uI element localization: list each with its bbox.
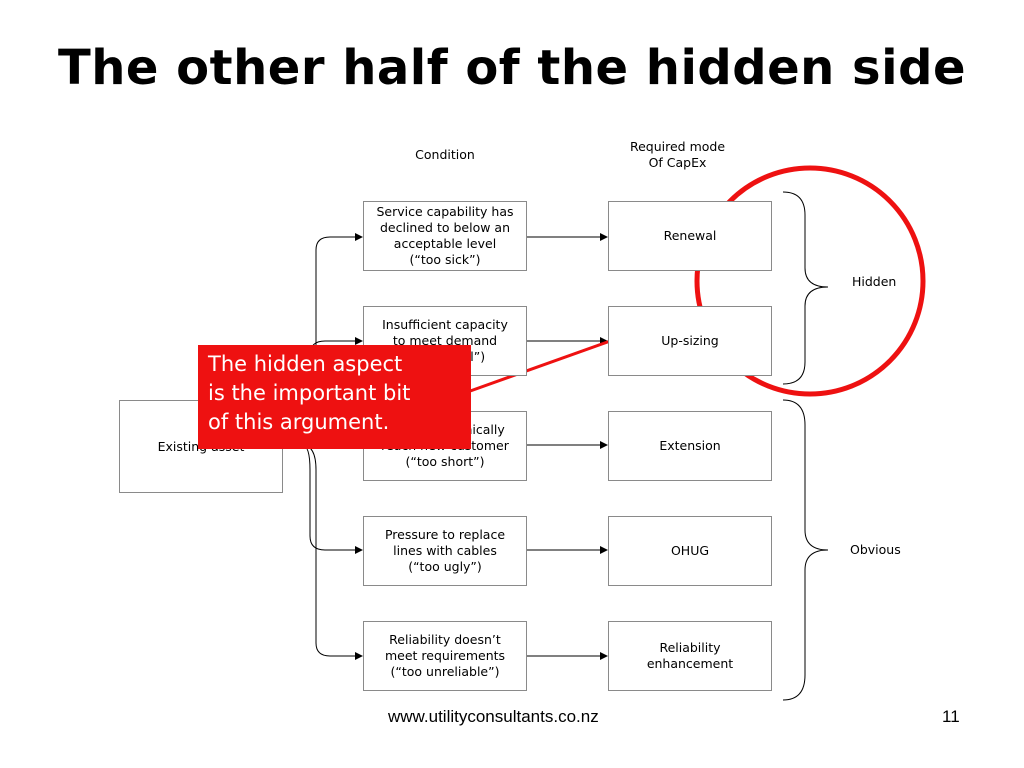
callout-line: is the important bit [208,381,411,405]
slide-title: The other half of the hidden side [58,40,966,96]
condition-line: (“too ugly”) [408,559,482,574]
mode-line: OHUG [670,543,710,558]
condition-line: Insufficient capacity [382,317,508,332]
group-label-obvious: Obvious [850,542,901,557]
condition-box-too-unreliable: Reliability doesn’t meet requirements (“… [363,621,527,691]
condition-line: declined to below an [379,220,510,235]
header-required-mode-line: Of CapEx [648,155,707,170]
mode-box-renewal: Renewal [608,201,772,271]
header-required-mode: Required mode Of CapEx [610,139,745,171]
mode-line: Renewal [663,228,717,243]
hidden-brace [782,191,829,385]
mode-line: Up-sizing [661,333,719,348]
mode-line: Reliability [659,640,721,655]
condition-line: acceptable level [393,236,497,251]
mode-box-ohug: OHUG [608,516,772,586]
header-condition: Condition [415,147,475,162]
condition-line: (“too sick”) [409,252,481,267]
condition-line: (“too short”) [405,454,485,469]
condition-line: (“too unreliable”) [390,664,500,679]
condition-line: Service capability has [376,204,514,219]
group-label-hidden: Hidden [852,274,897,289]
mode-box-up-sizing: Up-sizing [608,306,772,376]
callout-box: The hidden aspect is the important bit o… [198,345,471,449]
condition-line: Reliability doesn’t [389,632,501,647]
obvious-brace [782,399,829,701]
header-required-mode-line: Required mode [629,139,726,154]
mode-line: enhancement [646,656,734,671]
footer-url: www.utilityconsultants.co.nz [388,707,599,726]
condition-line: meet requirements [384,648,506,663]
callout-line: of this argument. [208,410,390,434]
mode-line: Extension [659,438,721,453]
callout-line: The hidden aspect [208,352,403,376]
mode-box-extension: Extension [608,411,772,481]
highlight-circle [694,165,926,397]
condition-box-too-sick: Service capability has declined to below… [363,201,527,271]
condition-line: to meet demand [392,333,498,348]
condition-line: Pressure to replace [384,527,506,542]
condition-box-too-ugly: Pressure to replace lines with cables (“… [363,516,527,586]
mode-arrows [527,233,608,660]
page-number: 11 [942,707,960,726]
mode-box-reliability-enhancement: Reliability enhancement [608,621,772,691]
condition-line: lines with cables [393,543,497,558]
